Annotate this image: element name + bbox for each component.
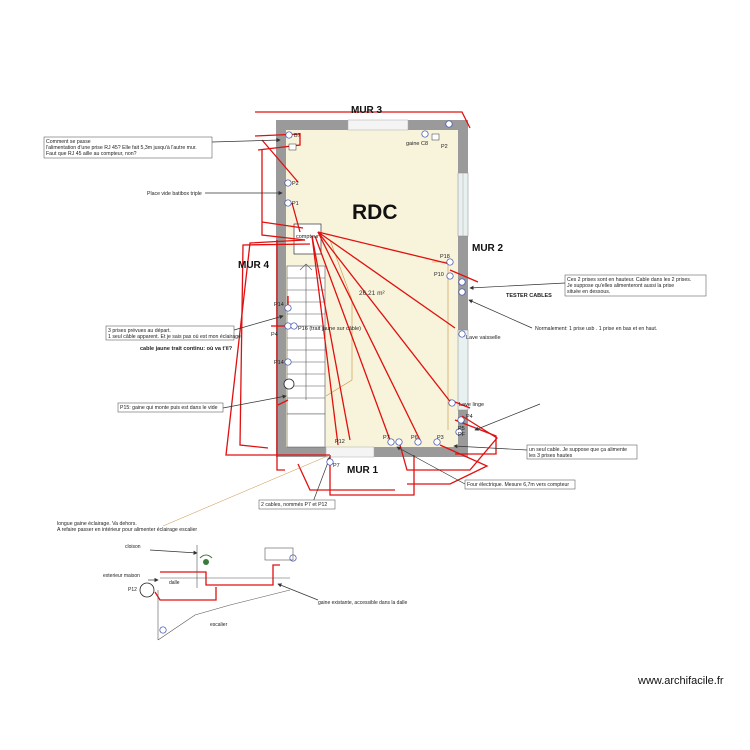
note-tester-cables: TESTER CABLES bbox=[506, 293, 552, 299]
note-four: Four électrique. Mesure 6,7m vers compte… bbox=[464, 479, 576, 490]
note-usb: Normalement: 1 prise usb . 1 prise en ba… bbox=[535, 326, 657, 332]
b7-box bbox=[288, 143, 297, 151]
exterior-section bbox=[157, 545, 294, 641]
label-p14b: P14 bbox=[274, 360, 284, 366]
room-title: RDC bbox=[352, 201, 398, 224]
svg-text:3 prises prévues au départ.: 3 prises prévues au départ. bbox=[108, 328, 171, 334]
ext-dalle: dalle bbox=[169, 580, 180, 586]
label-p2-left: P2 bbox=[292, 181, 299, 187]
label-p16: P16 (trait jaune sur câble) bbox=[298, 326, 361, 332]
label-p6: P6 bbox=[411, 435, 418, 441]
svg-text:Faut que RJ 45 aille au compte: Faut que RJ 45 aille au compteur, non? bbox=[46, 151, 137, 157]
svg-text:Ces 2 prises sont en hauteur.: Ces 2 prises sont en hauteur. Cable dans… bbox=[567, 277, 691, 283]
mur-4-label: MUR 4 bbox=[238, 260, 270, 271]
label-p4-right: P4 bbox=[466, 414, 473, 420]
bulb-icon bbox=[199, 554, 213, 565]
label-p7: P7 bbox=[383, 435, 390, 441]
c8-box bbox=[431, 133, 440, 141]
annotation-arrows bbox=[148, 138, 566, 601]
svg-text:1 seul câble apparent. Et je s: 1 seul câble apparent. Et je sais pas où… bbox=[108, 334, 241, 340]
ext-cloison: cloison bbox=[125, 544, 141, 550]
p12-ext-conduit bbox=[139, 582, 155, 598]
ext-exterieur-maison: exterieur maison bbox=[103, 573, 140, 579]
label-lave-vaisselle: Lave vaisselle bbox=[466, 335, 501, 341]
label-p10: P10 bbox=[434, 272, 444, 278]
label-pf: PF bbox=[458, 432, 466, 438]
stair-trace bbox=[325, 239, 353, 397]
note-batibox: Place vide batibox triple bbox=[147, 191, 202, 197]
label-p14: P14 bbox=[274, 302, 284, 308]
svg-text:Comment se passe: Comment se passe bbox=[46, 139, 91, 145]
svg-text:un seul cable. Je suppose que: un seul cable. Je suppose que ça aliment… bbox=[529, 447, 627, 453]
label-p3: P3 bbox=[437, 435, 444, 441]
note-trois-prises: 3 prises prévues au départ. 1 seul câble… bbox=[105, 325, 241, 341]
note-gaine-eclairage-2: A refaire passer en intérieur pour alime… bbox=[57, 527, 197, 533]
svg-text:Je suppose qu'elles alimentero: Je suppose qu'elles alimenteront aussi l… bbox=[567, 283, 674, 289]
ext-gaine-existante: gaine existante, accessible dans la dall… bbox=[318, 600, 407, 606]
label-p18: P18 bbox=[440, 254, 450, 260]
label-p4: P4 bbox=[271, 332, 278, 338]
label-p2-top: P2 bbox=[441, 144, 448, 150]
archifacile-watermark: www.archifacile.fr bbox=[637, 675, 724, 687]
note-deux-cables: 2 cables, nommés P7 et P12 bbox=[258, 499, 336, 510]
label-compteur: compteur bbox=[296, 234, 319, 240]
mur-1-label: MUR 1 bbox=[347, 465, 379, 476]
note-cable-jaune: cable jaune trait continu: où va t'il? bbox=[140, 346, 233, 352]
label-b7: B7 bbox=[294, 133, 301, 139]
ext-escalier: escalier bbox=[210, 622, 228, 628]
label-p7-bottom: P7 bbox=[333, 463, 340, 469]
ext-p12: P12 bbox=[128, 587, 137, 593]
staircase bbox=[286, 263, 326, 448]
svg-text:P15: gaine qui monte puis est: P15: gaine qui monte puis est dans le vi… bbox=[120, 405, 218, 411]
svg-text:les 3 prises hautes: les 3 prises hautes bbox=[529, 453, 573, 459]
mur-2-label: MUR 2 bbox=[472, 243, 504, 254]
label-lave-linge: Lave linge bbox=[459, 402, 484, 408]
label-p12: P12 bbox=[335, 439, 345, 445]
note-deux-prises: Ces 2 prises sont en hauteur. Cable dans… bbox=[564, 274, 707, 297]
note-gaine-eclairage-1: longue gaine éclairage. Va dehors. bbox=[57, 521, 137, 527]
outlet-symbols bbox=[159, 120, 466, 634]
p15-conduit bbox=[283, 378, 295, 390]
label-p1: P1 bbox=[292, 201, 299, 207]
svg-text:Four électrique. Mesure 6,7m v: Four électrique. Mesure 6,7m vers compte… bbox=[467, 482, 569, 488]
svg-text:située en dessous.: située en dessous. bbox=[567, 289, 610, 295]
mur-3-label: MUR 3 bbox=[351, 105, 383, 116]
svg-text:2 cables, nommés P7 et P12: 2 cables, nommés P7 et P12 bbox=[261, 502, 327, 508]
note-un-seul-cable: un seul cable. Je suppose que ça aliment… bbox=[526, 444, 638, 460]
room-area: 26.21 m² bbox=[359, 290, 385, 297]
note-rj45: Comment se passe l'alimentation d'une pr… bbox=[43, 136, 213, 159]
label-gaine-c8: gaine C8 bbox=[406, 141, 428, 147]
svg-text:l'alimentation d'une prise RJ: l'alimentation d'une prise RJ 45? Elle f… bbox=[46, 145, 197, 151]
note-p15: P15: gaine qui monte puis est dans le vi… bbox=[117, 402, 224, 413]
label-p5: P5 bbox=[458, 426, 465, 432]
